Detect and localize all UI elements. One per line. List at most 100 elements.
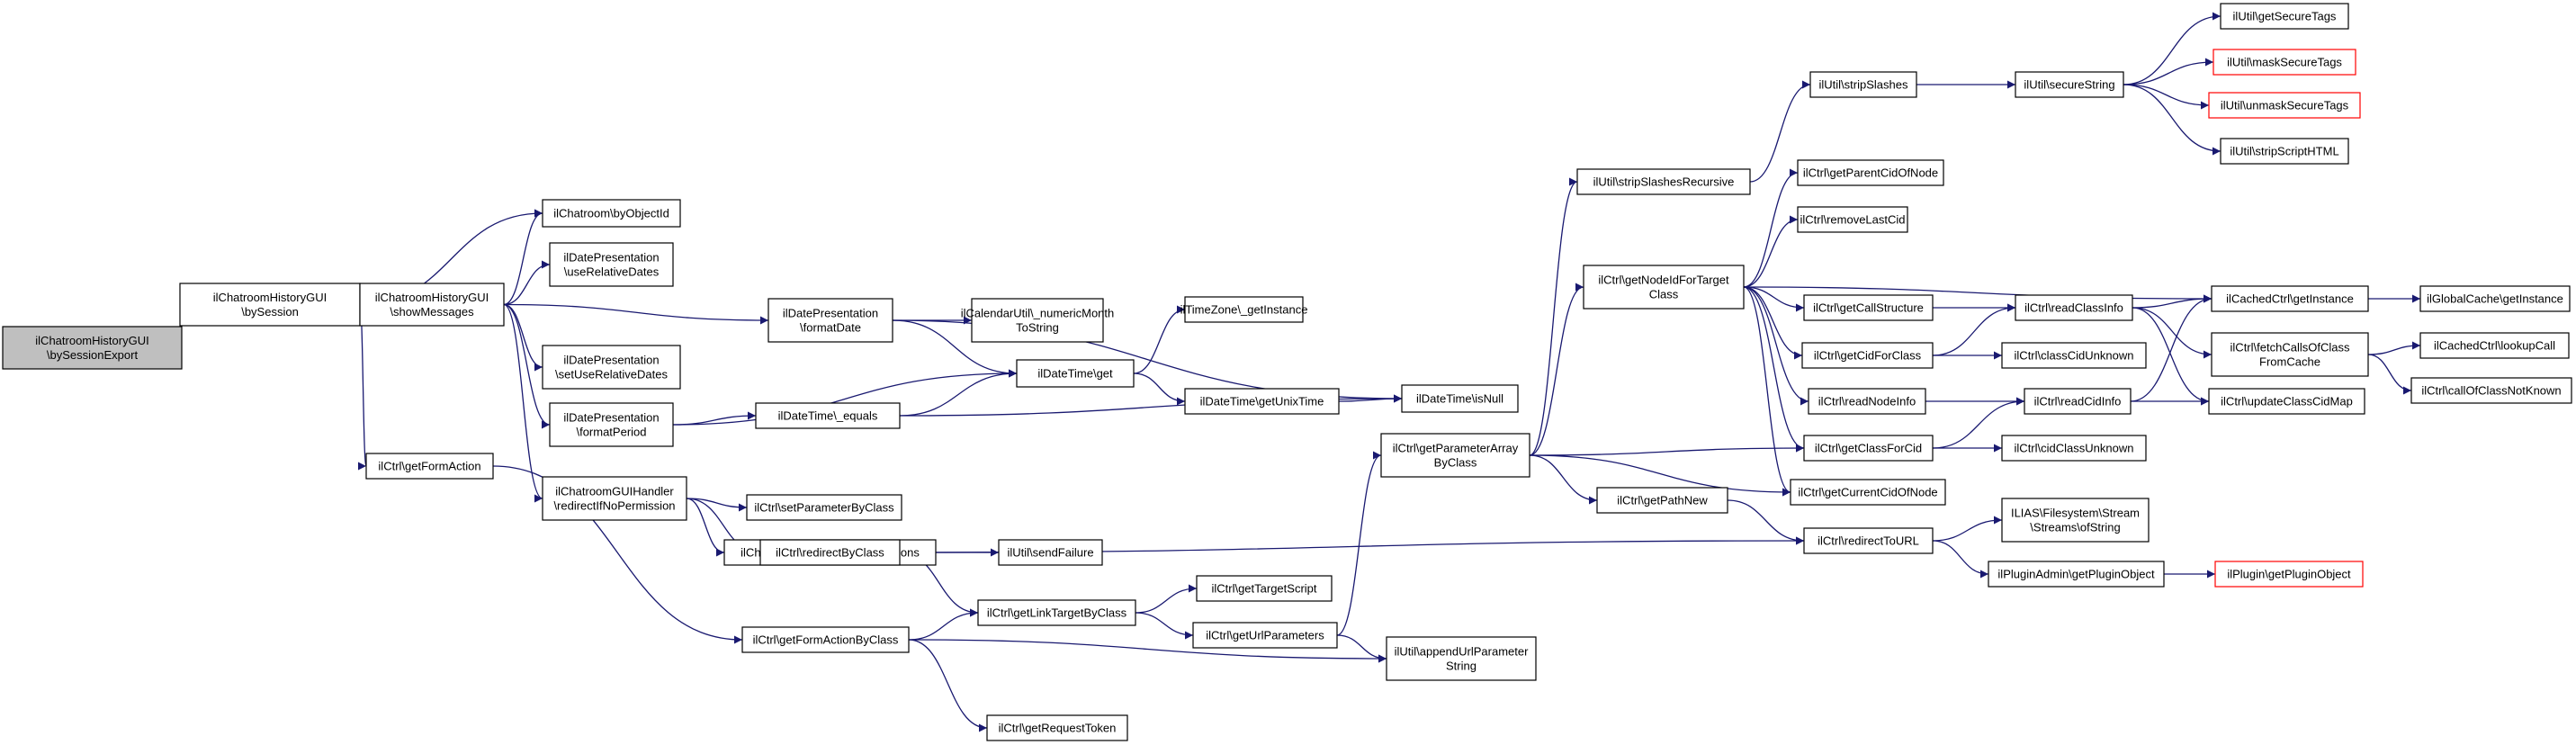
node-iltimezone-getinstance[interactable]: ilTimeZone\_getInstance [1180,296,1308,323]
edge-n40-n51 [2132,307,2212,359]
edge-arrow [2367,341,2421,355]
node-label: ilCtrl\classCidUnknown [2015,349,2134,363]
node-label: ilCtrl\cidClassUnknown [2015,442,2134,455]
node-ilctrl-getclassforcid[interactable]: ilCtrl\getClassForCid [1803,435,1934,462]
node-ilctrl-setparameterbyclass[interactable]: ilCtrl\setParameterByClass [746,494,902,521]
node-ilcachedctrl-lookupcall[interactable]: ilCachedCtrl\lookupCall [2419,332,2570,359]
node-ilctrl-readnodeinfo[interactable]: ilCtrl\readNodeInfo [1808,388,1926,415]
node-ilctrl-geturlparameters[interactable]: ilCtrl\getUrlParameters [1192,622,1338,649]
node-label: ToString [1016,321,1059,335]
node-box [2419,285,2571,312]
node-ilplugin-getpluginobject[interactable]: ilPlugin\getPluginObject [2214,561,2364,588]
node-label: ilChatroomHistoryGUI [375,291,489,304]
node-ildatetime-equals[interactable]: ilDateTime\_equals [755,402,901,429]
edge-n38-n45 [1932,540,1989,579]
edge-arrow [1135,584,1198,614]
node-ildatepresentation-userelativedates[interactable]: ilDatePresentation\useRelativeDates [549,242,674,287]
node-ildatetime-getunixtime[interactable]: ilDateTime\getUnixTime [1184,388,1340,415]
node-ilutil-sendfailure[interactable]: ilUtil\sendFailure [998,539,1103,566]
node-ilutil-stripscripthtml[interactable]: ilUtil\stripScriptHTML [2220,138,2349,165]
node-ilctrl-callofclassnotknown[interactable]: ilCtrl\callOfClassNotKnown [2410,377,2572,404]
node-ilctrl-removelastcid[interactable]: ilCtrl\removeLastCid [1797,206,1908,233]
node-ilchatroomhistorygui-showmessages[interactable]: ilChatroomHistoryGUI\showMessages [359,283,505,327]
edge-n39-n47 [2123,58,2214,85]
node-ilutil-masksecuretags[interactable]: ilUtil\maskSecureTags [2212,49,2356,76]
node-label: ilCalendarUtil\_numericMonth [961,307,1115,320]
edge-n42-n50 [2130,294,2212,402]
node-box [2211,332,2369,377]
node-label: ilUtil\appendUrlParameter [1395,645,1530,659]
node-box [1196,575,1333,602]
node-ilchatroomhistorygui-bysession[interactable]: ilChatroomHistoryGUI\bySession [179,283,361,327]
node-ilchatroomguihandler-redirectifnopermission[interactable]: ilChatroomGUIHandler\redirectIfNoPermiss… [542,476,687,521]
node-ilchatroomhistorygui-bysessionexport[interactable]: ilChatroomHistoryGUI\bySessionExport [2,326,183,370]
node-layer: ilChatroomHistoryGUI\bySessionExportilCh… [2,3,2572,741]
edge-n3-n9 [503,303,769,325]
node-label: ilCtrl\getParameterArray [1393,442,1519,455]
node-ilglobalcache-getinstance[interactable]: ilGlobalCache\getInstance [2419,285,2571,312]
edge-n36-n42 [1932,397,2025,449]
edge-n3-n2 [503,209,543,306]
node-label: ilCtrl\fetchCallsOfClass [2230,341,2350,355]
node-ilctrl-getformactionbyclass[interactable]: ilCtrl\getFormActionByClass [741,626,910,653]
edge-arrow [1932,397,2025,449]
node-ildatetime-get[interactable]: ilDateTime\get [1016,359,1135,388]
node-ilctrl-gettargetscript[interactable]: ilCtrl\getTargetScript [1196,575,1333,602]
edge-arrow [899,369,1018,417]
edge-n9-n11 [892,319,1018,378]
edge-arrow [2123,84,2221,156]
node-ilctrl-redirectbyclass[interactable]: ilCtrl\redirectByClass [759,539,901,566]
node-ilctrl-getformaction[interactable]: ilCtrl\getFormAction [365,453,494,480]
edge-arrow [1529,454,1791,497]
node-label: ilCtrl\getCidForClass [1814,349,1922,363]
node-ilutil-getsecuretags[interactable]: ilUtil\getSecureTags [2220,3,2349,30]
node-label: ilPluginAdmin\getPluginObject [1997,568,2155,581]
node-ilctrl-redirecttourl[interactable]: ilCtrl\redirectToURL [1803,527,1934,554]
node-label: ilUtil\unmaskSecureTags [2221,99,2349,112]
node-ilutil-stripslashes[interactable]: ilUtil\stripSlashes [1809,71,1917,98]
node-ildatetime-isnull[interactable]: ilDateTime\isNull [1401,384,1519,413]
edge-arrow [2367,354,2412,395]
edge-arrow [2130,294,2212,402]
node-ildatepresentation-formatdate[interactable]: ilDatePresentation\formatDate [767,298,893,343]
node-ildatepresentation-setuserelativedates[interactable]: ilDatePresentation\setUseRelativeDates [542,345,681,390]
node-ilutil-securestring[interactable]: ilUtil\secureString [2015,71,2124,98]
node-ilctrl-readcidinfo[interactable]: ilCtrl\readCidInfo [2024,388,2132,415]
node-ilutil-stripslashesrecursive[interactable]: ilUtil\stripSlashesRecursive [1576,168,1751,195]
node-ilcachedctrl-getinstance[interactable]: ilCachedCtrl\getInstance [2211,285,2369,312]
edge-n23-n24 [1336,634,1387,663]
node-ilctrl-getcallstructure[interactable]: ilCtrl\getCallStructure [1803,294,1934,321]
edge-arrow [672,411,757,426]
edge-arrow [1133,372,1186,406]
node-ilctrl-getlinktargetbyclass[interactable]: ilCtrl\getLinkTargetByClass [977,599,1136,626]
node-ilchatroom-byobjectid[interactable]: ilChatroom\byObjectId [542,199,681,228]
node-box [1016,359,1135,388]
node-ilutil-unmasksecuretags[interactable]: ilUtil\unmaskSecureTags [2208,92,2361,119]
node-ilpluginadmin-getpluginobject[interactable]: ilPluginAdmin\getPluginObject [1988,561,2165,588]
edge-arrow [1529,444,1805,456]
node-label: \bySession [241,305,299,319]
node-ilctrl-getparentcidofnode[interactable]: ilCtrl\getParentCidOfNode [1797,159,1944,186]
node-ilctrl-getrequesttoken[interactable]: ilCtrl\getRequestToken [986,714,1128,741]
node-ilctrl-readclassinfo[interactable]: ilCtrl\readClassInfo [2015,294,2133,321]
node-ilctrl-cidclassunknown[interactable]: ilCtrl\cidClassUnknown [2001,435,2147,462]
node-ilctrl-updateclasscidmap[interactable]: ilCtrl\updateClassCidMap [2208,388,2365,415]
node-ildatepresentation-formatperiod[interactable]: ilDatePresentation\formatPeriod [549,402,674,447]
node-label: ilCtrl\getCurrentCidOfNode [1798,486,1937,499]
edge-arrow [503,303,769,325]
node-ilctrl-classcidunknown[interactable]: ilCtrl\classCidUnknown [2001,342,2147,369]
edge-arrow [672,369,1018,426]
node-ilctrl-getcidforclass[interactable]: ilCtrl\getCidForClass [1801,342,1934,369]
node-ilctrl-getpathnew[interactable]: ilCtrl\getPathNew [1596,487,1728,514]
node-label: ilUtil\sendFailure [1007,546,1093,560]
edge-arrow [2132,307,2212,359]
node-label: ilCtrl\getParentCidOfNode [1803,166,1938,180]
node-ilctrl-getcurrentcidofnode[interactable]: ilCtrl\getCurrentCidOfNode [1790,479,1946,506]
node-ilias-filesystem-stream-streams-ofstring[interactable]: ILIAS\Filesystem\Stream\Streams\ofString [2001,498,2150,543]
node-label: ilCtrl\getFormActionByClass [753,633,899,647]
